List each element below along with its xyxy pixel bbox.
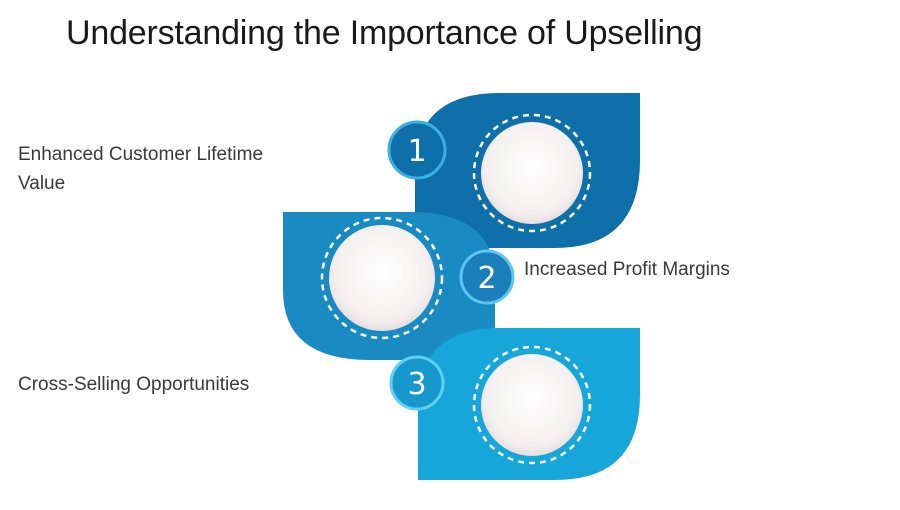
leaf-1 bbox=[415, 93, 640, 248]
item-2-label: Increased Profit Margins bbox=[524, 259, 730, 280]
badge-1: 1 bbox=[387, 120, 447, 180]
badge-3: 3 bbox=[389, 355, 445, 411]
item-1-label-line1: Enhanced Customer Lifetime bbox=[18, 144, 264, 165]
item-1-label-line2: Value bbox=[18, 173, 66, 194]
badge-3-number: 3 bbox=[407, 367, 426, 402]
leaf-3 bbox=[418, 328, 640, 480]
badge-2-number: 2 bbox=[477, 261, 496, 296]
leaf-2 bbox=[283, 212, 495, 360]
item-1-label: Enhanced Customer Lifetime Value bbox=[18, 140, 263, 198]
item-3-circle bbox=[481, 354, 583, 456]
item-2-circle bbox=[329, 225, 435, 331]
item-1-circle bbox=[481, 122, 583, 224]
page-title: Understanding the Importance of Upsellin… bbox=[66, 14, 703, 52]
badge-2: 2 bbox=[459, 249, 515, 305]
badge-1-number: 1 bbox=[407, 134, 426, 169]
item-3-label: Cross-Selling Opportunities bbox=[18, 374, 250, 395]
